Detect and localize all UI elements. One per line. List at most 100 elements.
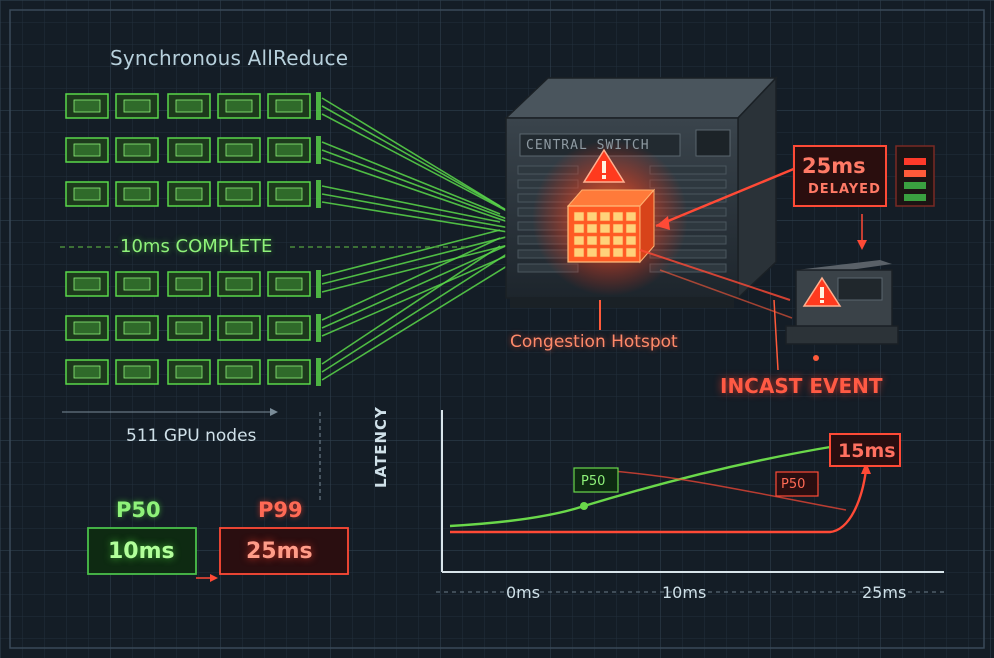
gpu-node-card <box>167 315 211 341</box>
gpu-node-card <box>267 315 311 341</box>
warning-triangle-icon <box>582 148 626 183</box>
p99-panel <box>219 527 349 575</box>
gpu-node-card <box>267 93 311 119</box>
green-link <box>321 229 501 277</box>
gpu-node-card <box>217 315 261 341</box>
row-connector <box>316 358 321 386</box>
gpu-node-card <box>115 271 159 297</box>
core-cell <box>586 211 598 222</box>
green-link <box>321 201 521 235</box>
p50-green-point <box>580 502 588 510</box>
gpu-node-card <box>115 315 159 341</box>
gpu-node-card <box>217 93 261 119</box>
gpu-node-grid <box>65 92 321 386</box>
x-tick-1: 10ms <box>662 583 707 602</box>
delay-down-arrowhead <box>857 240 867 250</box>
hotspot-core <box>566 188 656 264</box>
p99-panel-label: P99 <box>258 498 303 522</box>
panel-connector-arrow <box>210 574 218 582</box>
gpu-node-card <box>65 315 109 341</box>
row-connector <box>316 180 321 208</box>
core-cell <box>599 235 611 246</box>
green-link <box>321 237 501 321</box>
core-cell <box>612 247 624 258</box>
gpu-node-card <box>115 181 159 207</box>
core-cell <box>625 247 637 258</box>
core-cell <box>586 223 598 234</box>
gpu-node-card <box>217 271 261 297</box>
gpu-node-card <box>167 271 211 297</box>
green-link <box>321 193 511 229</box>
core-cell <box>612 211 624 222</box>
core-cell <box>625 211 637 222</box>
core-cell <box>573 247 585 258</box>
green-p50-label: P50 <box>581 474 606 489</box>
core-cell <box>625 223 637 234</box>
gpu-node-card <box>115 93 159 119</box>
green-link <box>321 241 521 293</box>
gpu-node-card <box>65 359 109 385</box>
green-link <box>321 235 511 285</box>
delayed-label: DELAYED <box>808 182 881 197</box>
core-cell <box>586 235 598 246</box>
frame-border <box>9 9 985 649</box>
gpu-node-card <box>217 359 261 385</box>
green-link <box>321 245 501 365</box>
gpu-node-card <box>267 271 311 297</box>
incast-event-label: INCAST EVENT <box>720 374 883 398</box>
p50-panel-value: 10ms <box>108 539 175 564</box>
gpu-node-card <box>167 137 211 163</box>
gpu-node-card <box>267 181 311 207</box>
incast-link-2 <box>659 269 793 319</box>
chart-y-label: LATENCY <box>372 406 390 488</box>
gpu-node-card <box>167 93 211 119</box>
green-link <box>321 141 501 215</box>
core-cell <box>612 235 624 246</box>
core-cell <box>586 247 598 258</box>
gpu-node-card <box>167 181 211 207</box>
incast-link-1 <box>639 249 791 301</box>
green-link <box>321 251 511 373</box>
peak-tag <box>829 433 901 467</box>
complete-label: 10ms COMPLETE <box>120 236 273 257</box>
green-link <box>321 243 511 329</box>
core-cell <box>599 223 611 234</box>
green-p50-tag <box>573 467 619 493</box>
gpu-node-card <box>115 137 159 163</box>
delay-arrowhead <box>656 216 670 230</box>
row-connector <box>316 92 321 120</box>
incast-leader <box>773 299 779 371</box>
gpu-node-card <box>267 137 311 163</box>
latency-chart <box>436 410 944 593</box>
gpu-node-card <box>217 181 261 207</box>
core-cell <box>599 247 611 258</box>
gpu-node-card <box>65 137 109 163</box>
core-cell <box>573 235 585 246</box>
gpu-node-card <box>167 359 211 385</box>
gpu-node-card <box>65 271 109 297</box>
gpu-node-card <box>65 181 109 207</box>
row-connector <box>316 270 321 298</box>
switch-label: CENTRAL SWITCH <box>526 138 650 153</box>
incast-device <box>785 260 899 345</box>
p50-panel-label: P50 <box>116 498 161 522</box>
core-cell <box>612 223 624 234</box>
red-p50-label: P50 <box>781 477 806 492</box>
x-tick-0: 0ms <box>506 583 541 602</box>
gpu-nodes-label: 511 GPU nodes <box>126 426 257 446</box>
green-link <box>321 113 521 219</box>
delayed-badge <box>793 145 935 207</box>
green-link <box>321 257 521 381</box>
p50-panel <box>87 527 197 575</box>
delay-arrow <box>655 166 797 228</box>
core-cell <box>573 211 585 222</box>
core-cell <box>599 211 611 222</box>
p50-red-curve <box>599 469 847 511</box>
green-link <box>321 105 511 213</box>
green-link <box>321 97 501 207</box>
green-link <box>321 149 511 221</box>
row-connector <box>316 136 321 164</box>
green-link <box>321 249 521 337</box>
p99-red-curve <box>450 469 868 534</box>
